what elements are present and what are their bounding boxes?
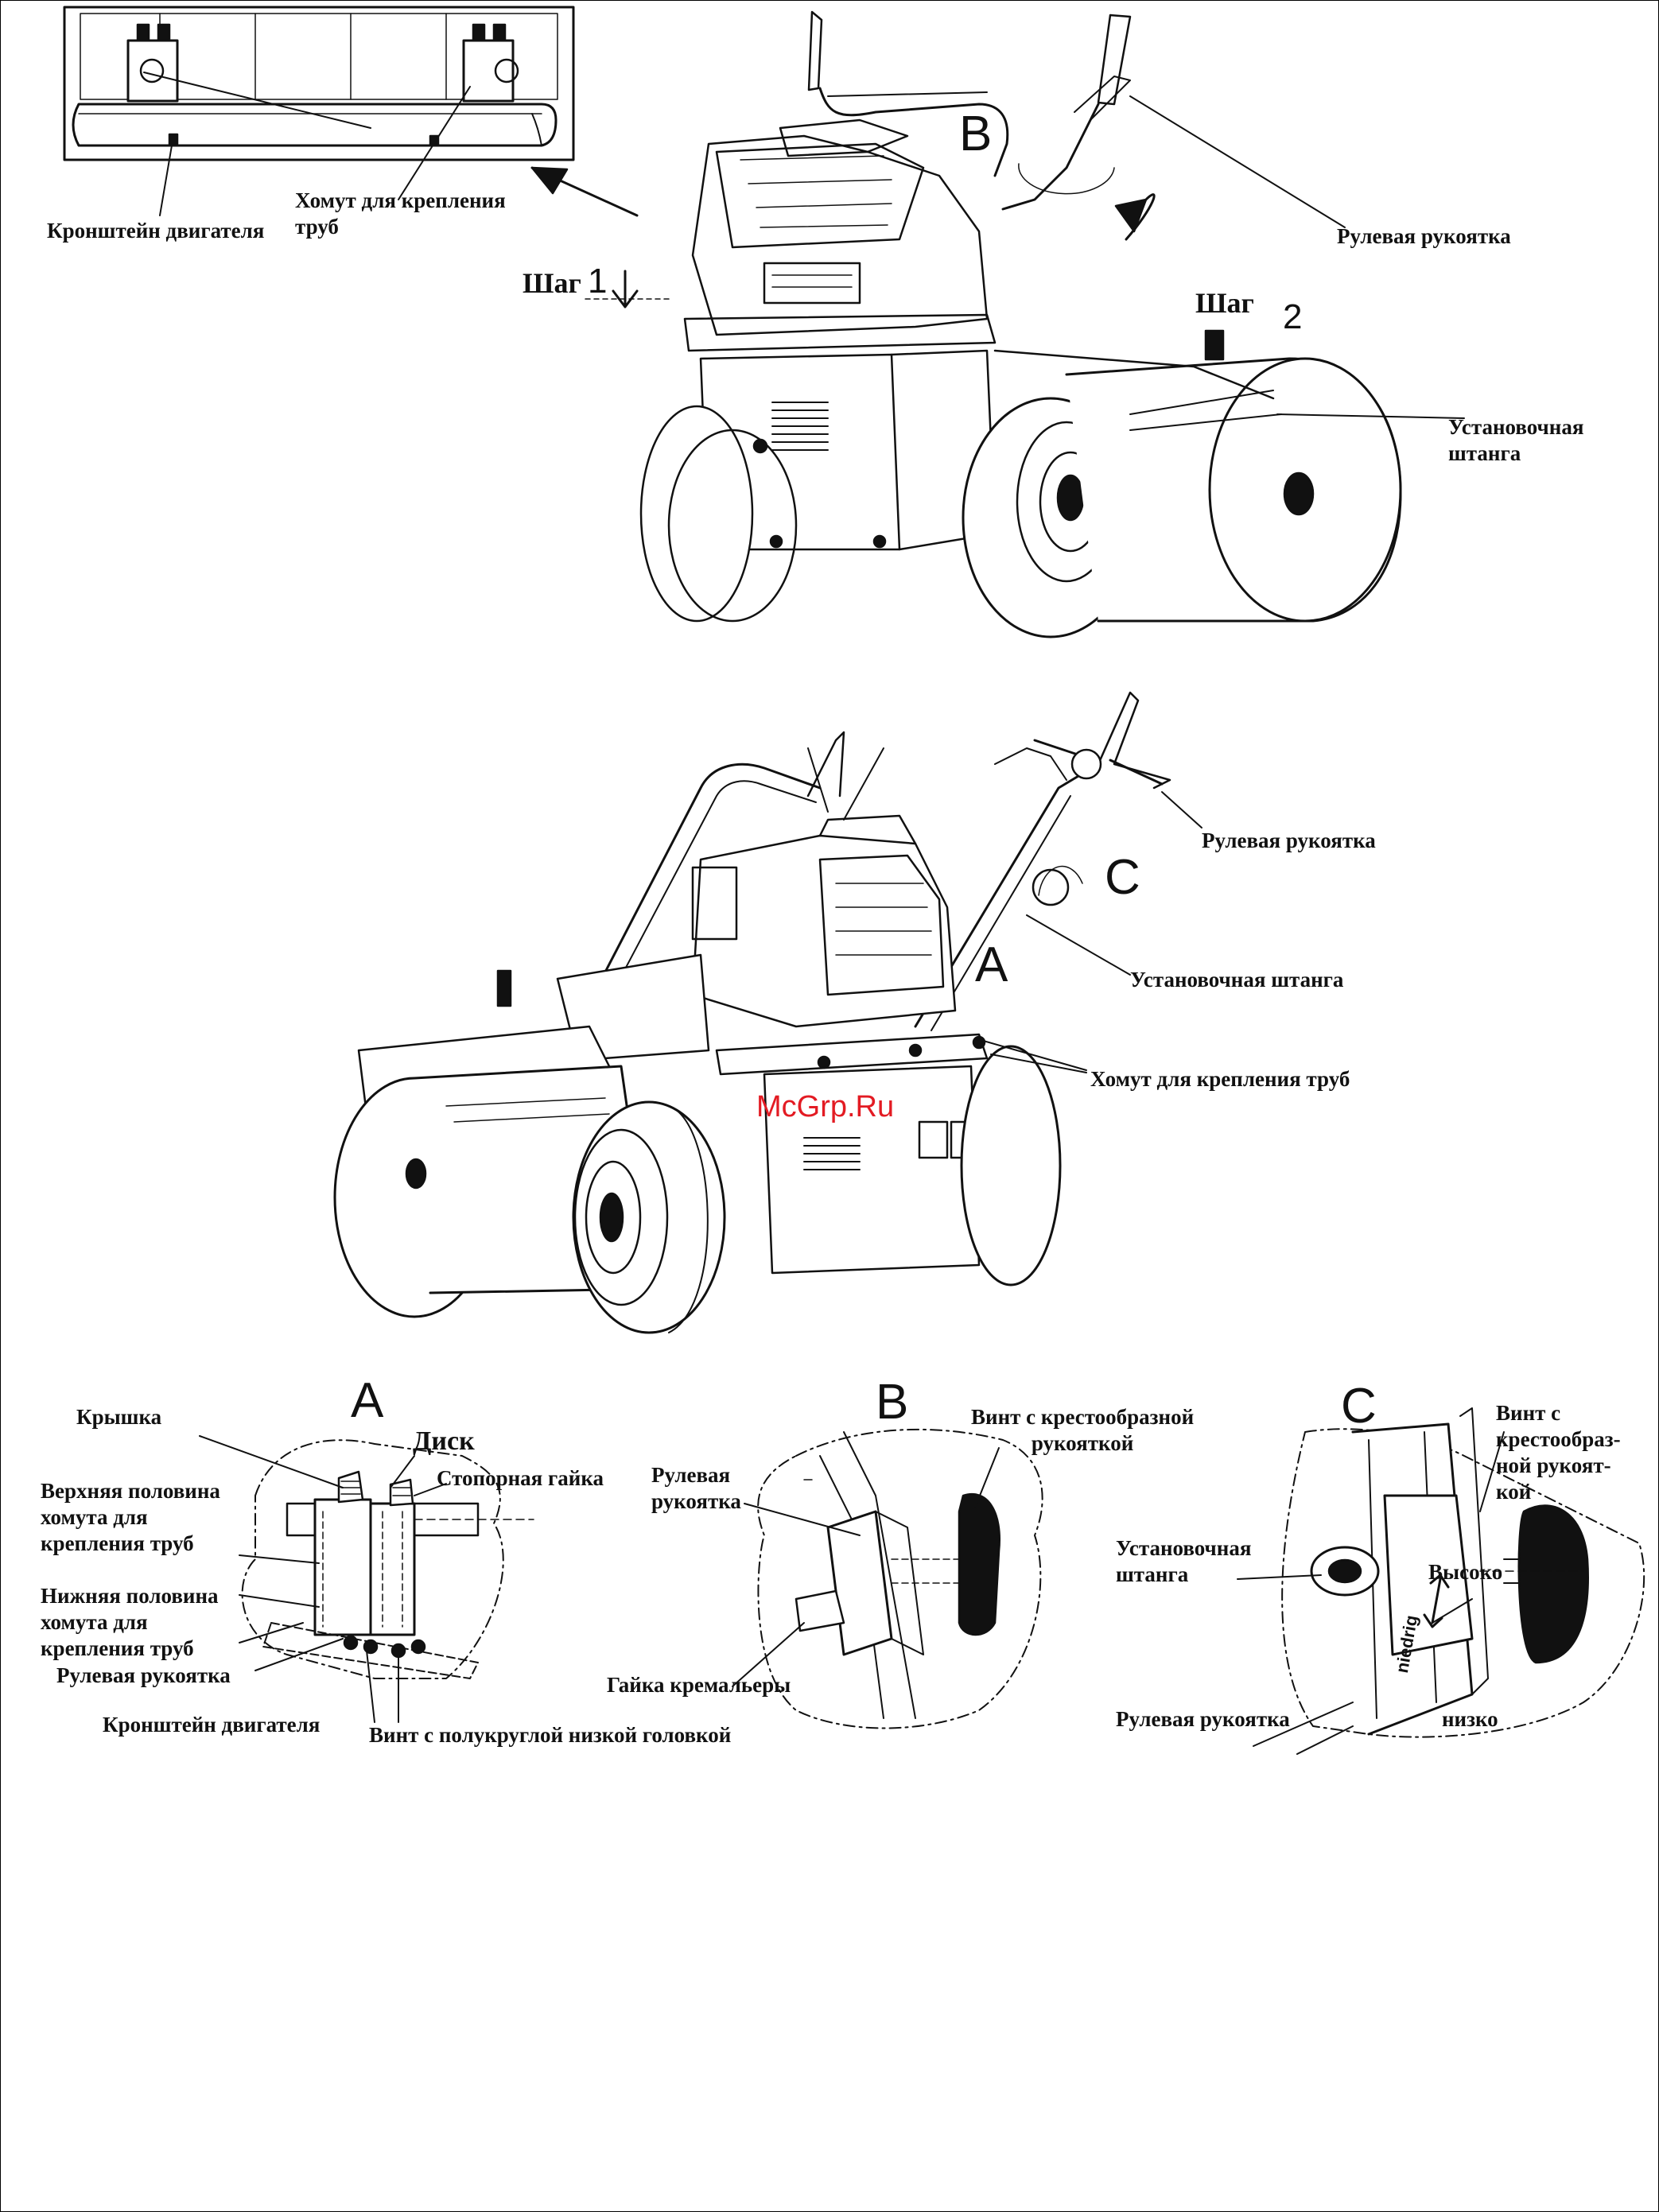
detail-a-disc-label: Диск	[413, 1426, 475, 1456]
detail-c-low-label: низко	[1442, 1707, 1498, 1731]
middle-steering-handle-label: Рулевая рукоятка	[1202, 829, 1376, 852]
detail-b-letter: B	[876, 1375, 909, 1430]
detail-b-leaders	[732, 1448, 999, 1686]
detail-a-letter: A	[351, 1373, 384, 1428]
step-1-number: 1	[588, 262, 608, 301]
top-mounting-rod-label: Установочная штанга	[1448, 415, 1584, 465]
detail-b-cross-screw-label: Винт с крестообразной рукояткой	[971, 1405, 1195, 1455]
detail-a-screw-label: Винт с полукруглой низкой головкой	[369, 1723, 732, 1747]
middle-machine-drawing	[335, 693, 1170, 1333]
detail-a-steering-handle-label: Рулевая рукоятка	[56, 1663, 231, 1687]
detail-c-leaders	[1237, 1432, 1504, 1754]
top-machine-drawing	[641, 12, 1401, 637]
detail-c-drawing	[1282, 1408, 1644, 1737]
detail-a-lower-half-label: Нижняя половина хомута для крепления тру…	[41, 1584, 219, 1660]
detail-b-rack-nut-label: Гайка кремальеры	[607, 1673, 791, 1697]
detail-a-engine-bracket-label: Кронштейн двигателя	[103, 1713, 321, 1737]
detail-b-drawing	[758, 1430, 1043, 1729]
detail-a-drawing	[243, 1440, 534, 1678]
callout-c-marker: C	[1105, 850, 1140, 905]
step-2-number: 2	[1283, 297, 1303, 336]
detail-c-mounting-rod-label: Установочная штанга	[1116, 1536, 1252, 1586]
step-2-word: Шаг	[1195, 287, 1254, 319]
watermark: McGrp.Ru	[756, 1090, 895, 1123]
top-steering-handle-label: Рулевая рукоятка	[1337, 224, 1511, 248]
middle-pipe-clamp-label: Хомут для крепления труб	[1090, 1067, 1350, 1091]
detail-c-letter: C	[1341, 1379, 1377, 1434]
middle-mounting-rod-label: Установочная штанга	[1130, 968, 1344, 992]
detail-c-high-label: Высоко	[1428, 1560, 1503, 1584]
detail-c-steering-handle-label: Рулевая рукоятка	[1116, 1707, 1290, 1731]
step-1-word: Шаг	[523, 267, 581, 299]
callout-b-marker: B	[959, 107, 993, 161]
inset-engine-bracket-drawing	[64, 7, 573, 160]
inset-engine-bracket-label: Кронштейн двигателя	[47, 219, 265, 243]
detail-a-leaders	[200, 1436, 446, 1722]
detail-c-cross-screw-label: Винт с крестообраз- ной рукоят- кой	[1496, 1401, 1621, 1504]
detail-a-cover-label: Крышка	[76, 1405, 162, 1429]
inset-pipe-clamp-label: Хомут для крепления труб	[295, 188, 506, 239]
callout-a-marker: A	[975, 937, 1008, 992]
detail-b-steering-handle-label: Рулевая рукоятка	[651, 1463, 741, 1513]
detail-a-upper-half-label: Верхняя половина хомута для крепления тр…	[41, 1479, 220, 1555]
detail-a-lock-nut-label: Стопорная гайка	[437, 1466, 604, 1490]
